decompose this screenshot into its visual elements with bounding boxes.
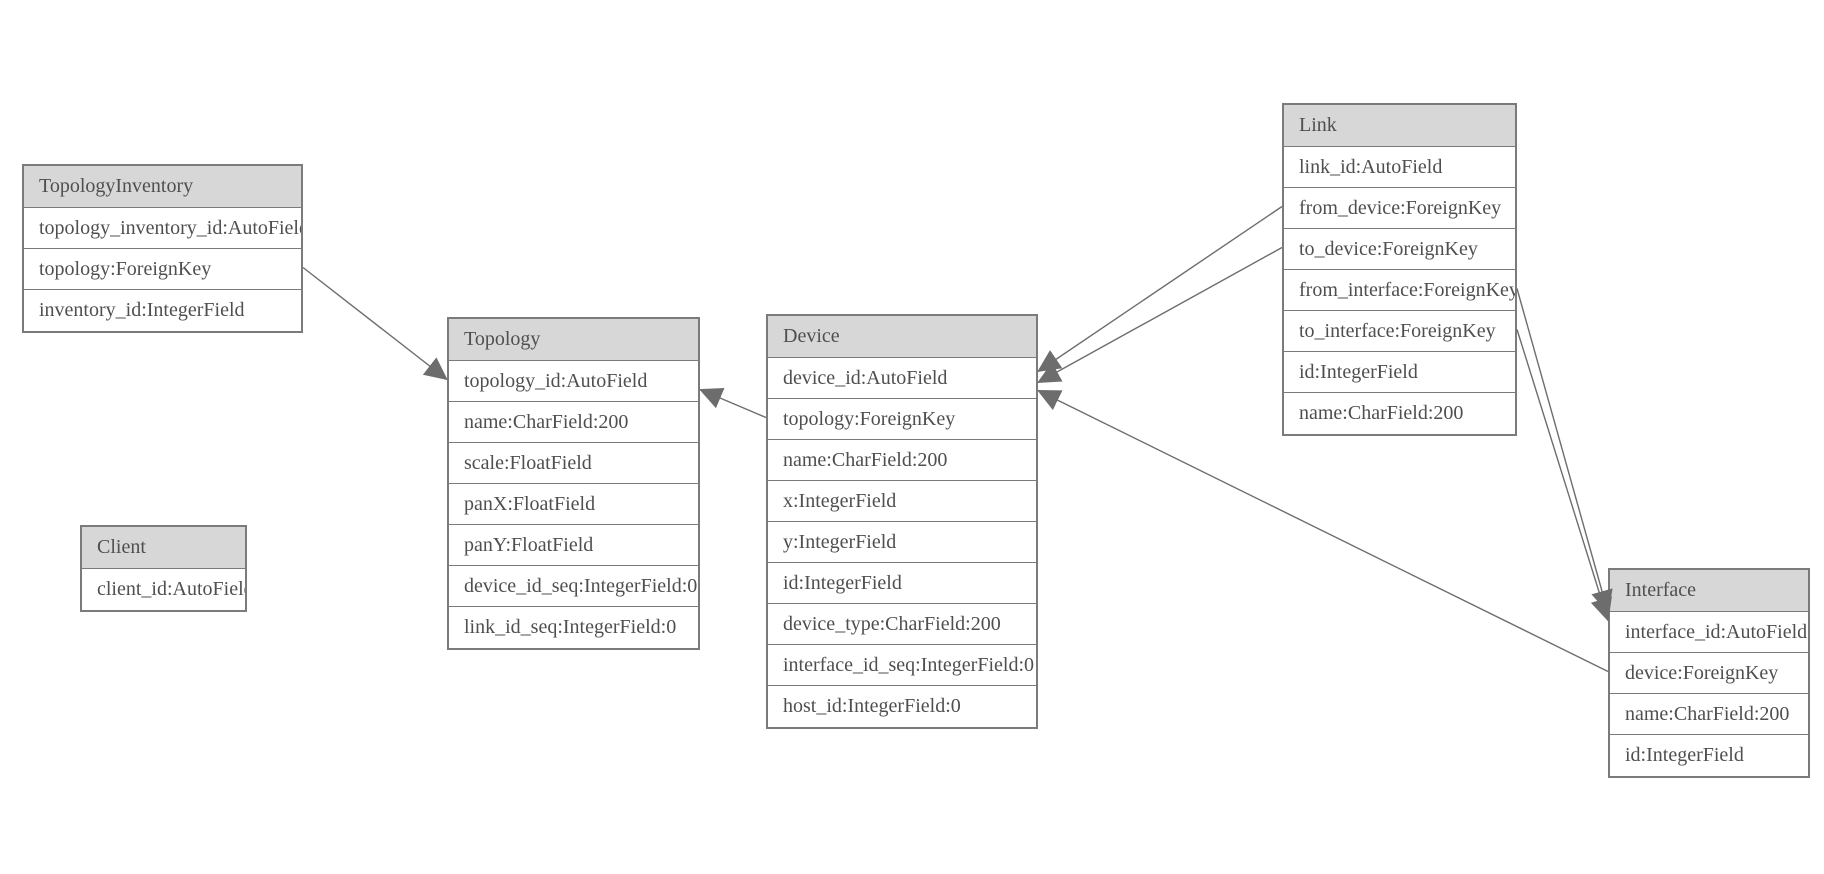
field-scale: scale:FloatField (449, 443, 698, 484)
field-from-interface: from_interface:ForeignKey (1284, 270, 1515, 311)
entity-field-list: client_id:AutoField (82, 569, 245, 610)
field-topology: topology:ForeignKey (768, 399, 1036, 440)
entity-title: Topology (449, 319, 698, 361)
entity-title: Client (82, 527, 245, 569)
field-interface-id: interface_id:AutoField (1610, 612, 1808, 653)
entity-title: Link (1284, 105, 1515, 147)
field-from-device: from_device:ForeignKey (1284, 188, 1515, 229)
entity-topologyinventory: TopologyInventory topology_inventory_id:… (22, 164, 303, 333)
field-link-id: link_id:AutoField (1284, 147, 1515, 188)
field-y: y:IntegerField (768, 522, 1036, 563)
field-name: name:CharField:200 (1284, 393, 1515, 434)
field-host-id: host_id:IntegerField:0 (768, 686, 1036, 727)
field-device-type: device_type:CharField:200 (768, 604, 1036, 645)
field-link-id-seq: link_id_seq:IntegerField:0 (449, 607, 698, 648)
field-topology: topology:ForeignKey (24, 249, 301, 290)
field-to-device: to_device:ForeignKey (1284, 229, 1515, 270)
field-x: x:IntegerField (768, 481, 1036, 522)
entity-client: Client client_id:AutoField (80, 525, 247, 612)
field-device: device:ForeignKey (1610, 653, 1808, 694)
field-topology-id: topology_id:AutoField (449, 361, 698, 402)
field-topology-inventory-id: topology_inventory_id:AutoField (24, 208, 301, 249)
entity-title: TopologyInventory (24, 166, 301, 208)
field-name: name:CharField:200 (768, 440, 1036, 481)
entity-title: Interface (1610, 570, 1808, 612)
field-device-id-seq: device_id_seq:IntegerField:0 (449, 566, 698, 607)
field-interface-id-seq: interface_id_seq:IntegerField:0 (768, 645, 1036, 686)
field-pany: panY:FloatField (449, 525, 698, 566)
field-inventory-id: inventory_id:IntegerField (24, 290, 301, 331)
entity-title: Device (768, 316, 1036, 358)
field-panx: panX:FloatField (449, 484, 698, 525)
field-name: name:CharField:200 (1610, 694, 1808, 735)
field-id: id:IntegerField (1284, 352, 1515, 393)
field-to-interface: to_interface:ForeignKey (1284, 311, 1515, 352)
field-id: id:IntegerField (1610, 735, 1808, 776)
field-id: id:IntegerField (768, 563, 1036, 604)
field-device-id: device_id:AutoField (768, 358, 1036, 399)
field-client-id: client_id:AutoField (82, 569, 245, 610)
field-name: name:CharField:200 (449, 402, 698, 443)
